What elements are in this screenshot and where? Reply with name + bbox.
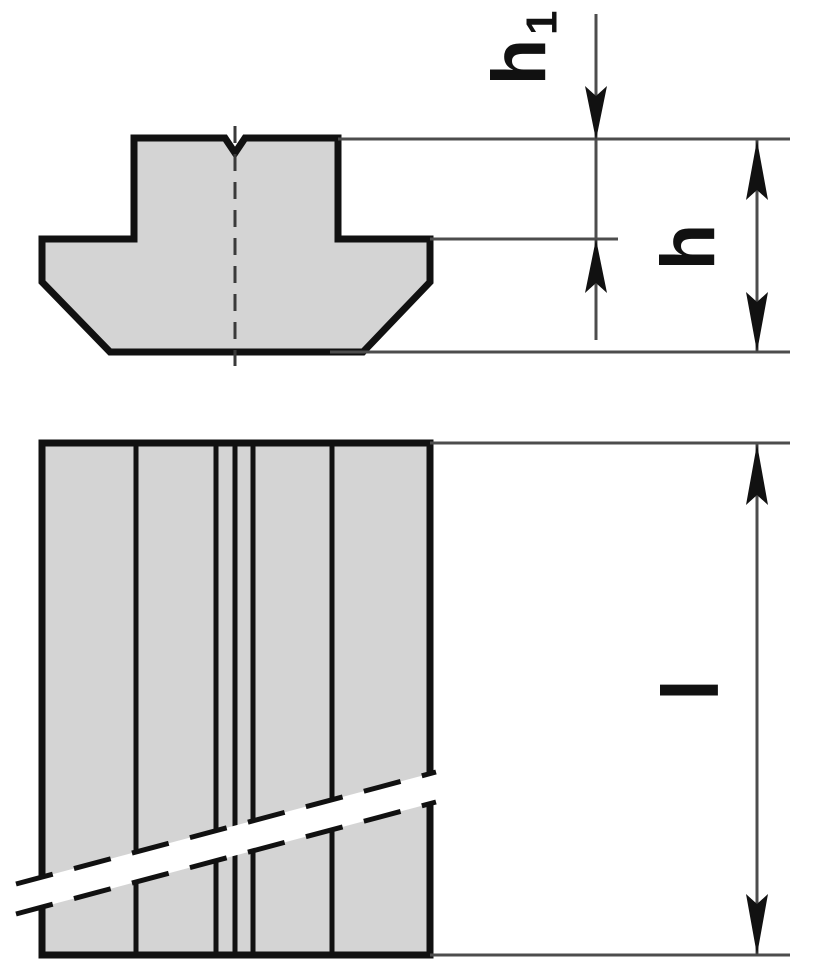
arrowhead-h-top <box>746 140 768 200</box>
arrowhead-l-bottom <box>746 894 768 955</box>
side-length-view <box>15 439 790 959</box>
break-symbol-gap <box>16 772 436 914</box>
break-symbol-line-upper <box>15 769 437 887</box>
dimension-h1: h 1 <box>477 11 607 340</box>
arrowhead-h1-top <box>585 86 607 140</box>
arrowhead-h-bottom <box>746 292 768 352</box>
break-symbol-line-lower <box>15 799 437 917</box>
dimension-label-h: h <box>646 224 731 270</box>
dimension-h: h <box>646 139 768 352</box>
dimension-label-h1: h 1 <box>477 11 567 86</box>
dimension-label-h1-base: h <box>477 39 562 85</box>
arrowhead-l-top <box>746 444 768 505</box>
arrowhead-h1-bottom <box>585 239 607 293</box>
front-section-view <box>38 126 790 366</box>
dimension-label-l: l <box>646 679 735 701</box>
dimension-label-h1-subscript: 1 <box>518 11 567 35</box>
dimension-l: l <box>646 443 768 955</box>
